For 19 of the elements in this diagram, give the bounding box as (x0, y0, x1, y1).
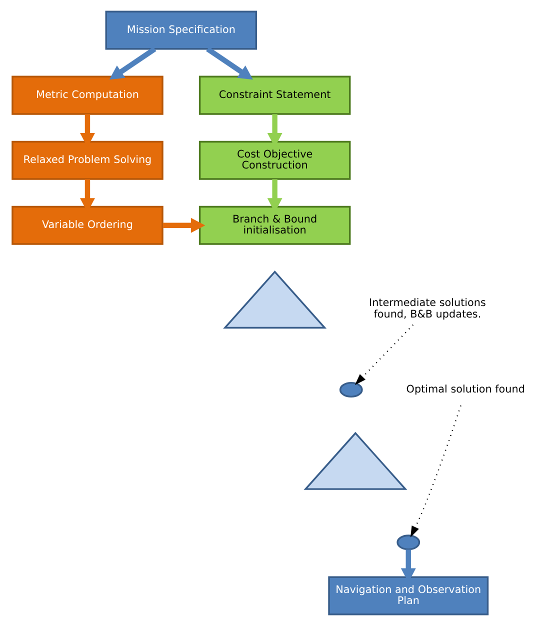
arrow (410, 405, 462, 538)
node-box: Relaxed Problem Solving (12, 140, 164, 180)
arrow (206, 46, 253, 80)
arrow (109, 46, 156, 80)
node-ellipse (396, 534, 420, 550)
node-ellipse (339, 382, 363, 398)
node-box: Navigation and Observation Plan (328, 576, 489, 616)
node-box: Constraint Statement (198, 76, 351, 115)
arrow (162, 218, 206, 233)
node-triangle (304, 432, 408, 490)
node-box: Mission Specification (105, 10, 258, 50)
node-text: Intermediate solutions found, B&B updates. (369, 297, 486, 320)
node-box: Branch & Bound initialisation (198, 206, 351, 245)
node-text: Optimal solution found (406, 383, 525, 396)
node-box: Cost Objective Construction (198, 140, 351, 180)
node-triangle (223, 270, 327, 329)
node-box: Variable Ordering (12, 206, 164, 245)
arrow (354, 324, 414, 385)
node-box: Metric Computation (12, 76, 164, 115)
